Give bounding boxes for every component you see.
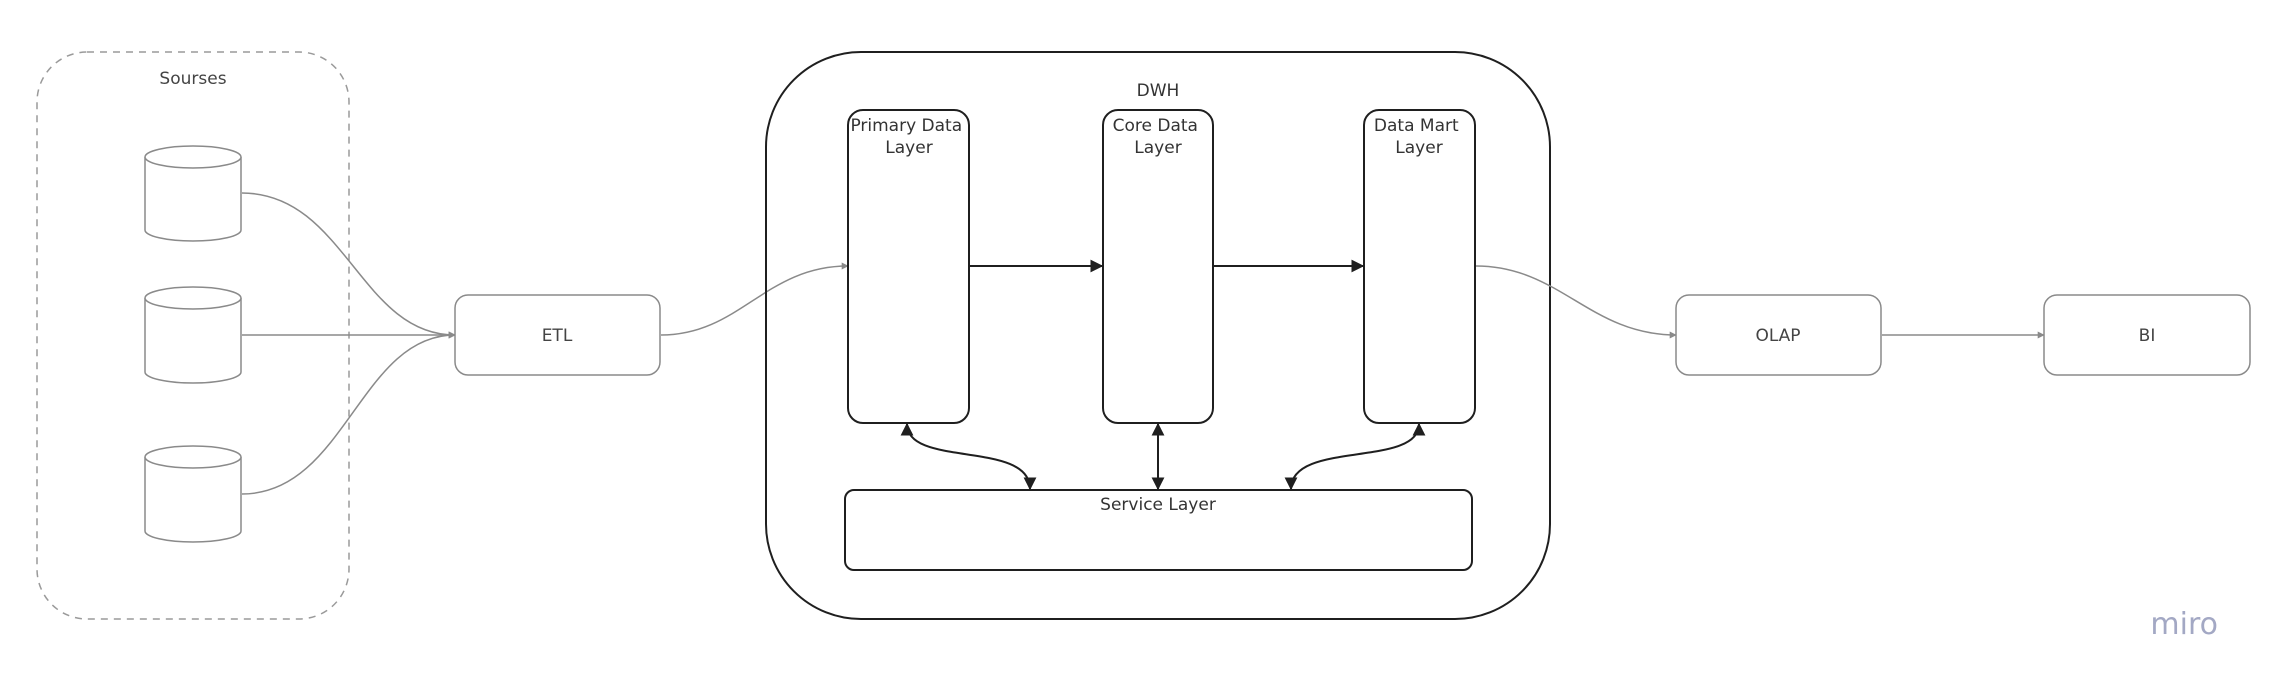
connector-mart-olap[interactable] xyxy=(1475,265,1677,339)
etl-label: ETL xyxy=(542,326,573,346)
olap-node[interactable]: OLAP xyxy=(1675,294,1882,376)
svg-text:Core Data Layer: Core Data Layer xyxy=(1113,116,1204,158)
svg-text:Primary Data Layer: Primary Data Layer xyxy=(850,116,967,158)
primary-data-layer[interactable]: Primary Data Layer xyxy=(847,109,970,424)
connector-mart-service[interactable] xyxy=(1284,422,1426,491)
primary-layer-label-line1: Primary Data xyxy=(850,116,962,136)
mart-layer-label-line1: Data Mart xyxy=(1374,116,1459,136)
olap-label: OLAP xyxy=(1755,326,1800,346)
connector-etl-primary[interactable] xyxy=(660,262,849,336)
connector-db1-etl[interactable] xyxy=(241,192,456,339)
connector-primary-service[interactable] xyxy=(900,422,1037,491)
dwh-title: DWH xyxy=(1137,81,1180,101)
miro-watermark-logo: miro xyxy=(2150,607,2218,642)
etl-node[interactable]: ETL xyxy=(454,294,661,376)
database-icon[interactable] xyxy=(144,445,242,543)
bi-node[interactable]: BI xyxy=(2043,294,2251,376)
service-layer-label: Service Layer xyxy=(1100,495,1216,515)
bi-label: BI xyxy=(2139,326,2156,346)
service-layer[interactable]: Service Layer xyxy=(844,489,1473,571)
svg-text:Data Mart Layer: Data Mart Layer xyxy=(1374,116,1464,158)
database-icon[interactable] xyxy=(144,286,242,384)
data-mart-layer[interactable]: Data Mart Layer xyxy=(1363,109,1476,424)
sources-title: Sourses xyxy=(159,69,226,89)
dwh-container[interactable]: DWH xyxy=(765,51,1551,620)
core-data-layer[interactable]: Core Data Layer xyxy=(1102,109,1214,424)
core-layer-label-line2: Layer xyxy=(1134,138,1181,158)
primary-layer-label-line2: Layer xyxy=(885,138,932,158)
core-layer-label-line1: Core Data xyxy=(1113,116,1198,136)
mart-layer-label-line2: Layer xyxy=(1395,138,1442,158)
connector-db3-etl[interactable] xyxy=(241,331,456,495)
database-icon[interactable] xyxy=(144,145,242,242)
